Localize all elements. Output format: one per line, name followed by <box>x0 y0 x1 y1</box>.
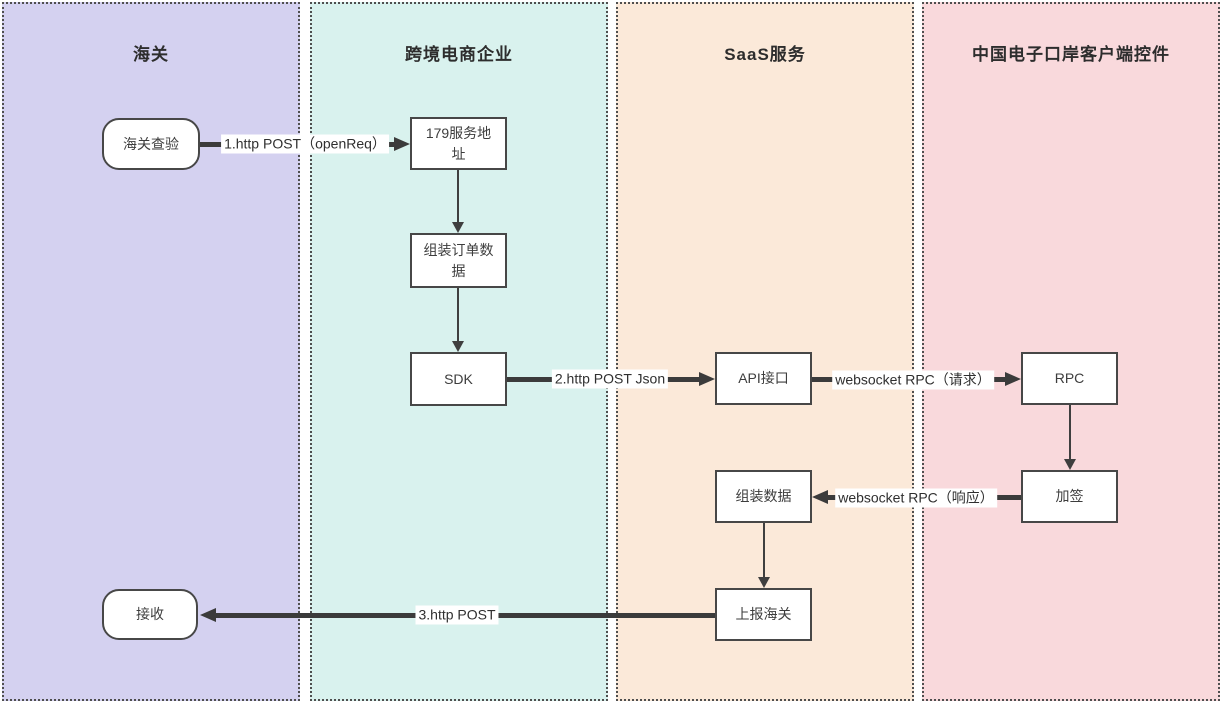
node-assemble-order-data: 组装订单数据 <box>410 233 507 288</box>
arrowhead-right-icon <box>1005 372 1021 386</box>
arrowhead-left-icon <box>812 490 828 504</box>
lane-title-customs: 海关 <box>133 45 169 64</box>
edge-label-websocket-rpc-request: websocket RPC（请求） <box>832 370 994 390</box>
arrowhead-right-icon <box>394 137 410 151</box>
node-sdk: SDK <box>410 352 507 406</box>
arrowhead-right-icon <box>699 372 715 386</box>
node-customs-inspection: 海关查验 <box>102 118 200 170</box>
node-sign: 加签 <box>1021 470 1118 523</box>
lane-title-eport-client: 中国电子口岸客户端控件 <box>972 45 1170 64</box>
edge-label-http-post-3: 3.http POST <box>415 605 499 625</box>
edge-line-assemble-data-to-report <box>763 523 765 578</box>
edge-label-http-post-json: 2.http POST Json <box>551 369 669 389</box>
edge-line-assemble-order-to-sdk <box>457 288 459 342</box>
arrowhead-left-icon <box>200 608 216 622</box>
node-api-interface: API接口 <box>715 352 812 405</box>
node-service-179: 179服务地址 <box>410 117 507 170</box>
lane-title-ecommerce-enterprise: 跨境电商企业 <box>405 45 513 64</box>
lane-title-saas-service: SaaS服务 <box>724 45 806 64</box>
node-report-customs: 上报海关 <box>715 588 812 641</box>
lane-ecommerce-enterprise: 跨境电商企业 <box>310 2 608 701</box>
node-rpc: RPC <box>1021 352 1118 405</box>
arrowhead-down-icon <box>452 341 464 352</box>
lane-eport-client: 中国电子口岸客户端控件 <box>922 2 1220 701</box>
edge-label-http-post-openreq: 1.http POST（openReq） <box>221 134 389 154</box>
edge-line-179-to-assemble-order <box>457 170 459 223</box>
node-assemble-data: 组装数据 <box>715 470 812 523</box>
arrowhead-down-icon <box>452 222 464 233</box>
edge-label-websocket-rpc-response: websocket RPC（响应） <box>835 488 997 508</box>
arrowhead-down-icon <box>758 577 770 588</box>
edge-line-rpc-to-sign <box>1069 405 1071 460</box>
arrowhead-down-icon <box>1064 459 1076 470</box>
node-receive: 接收 <box>102 589 198 640</box>
